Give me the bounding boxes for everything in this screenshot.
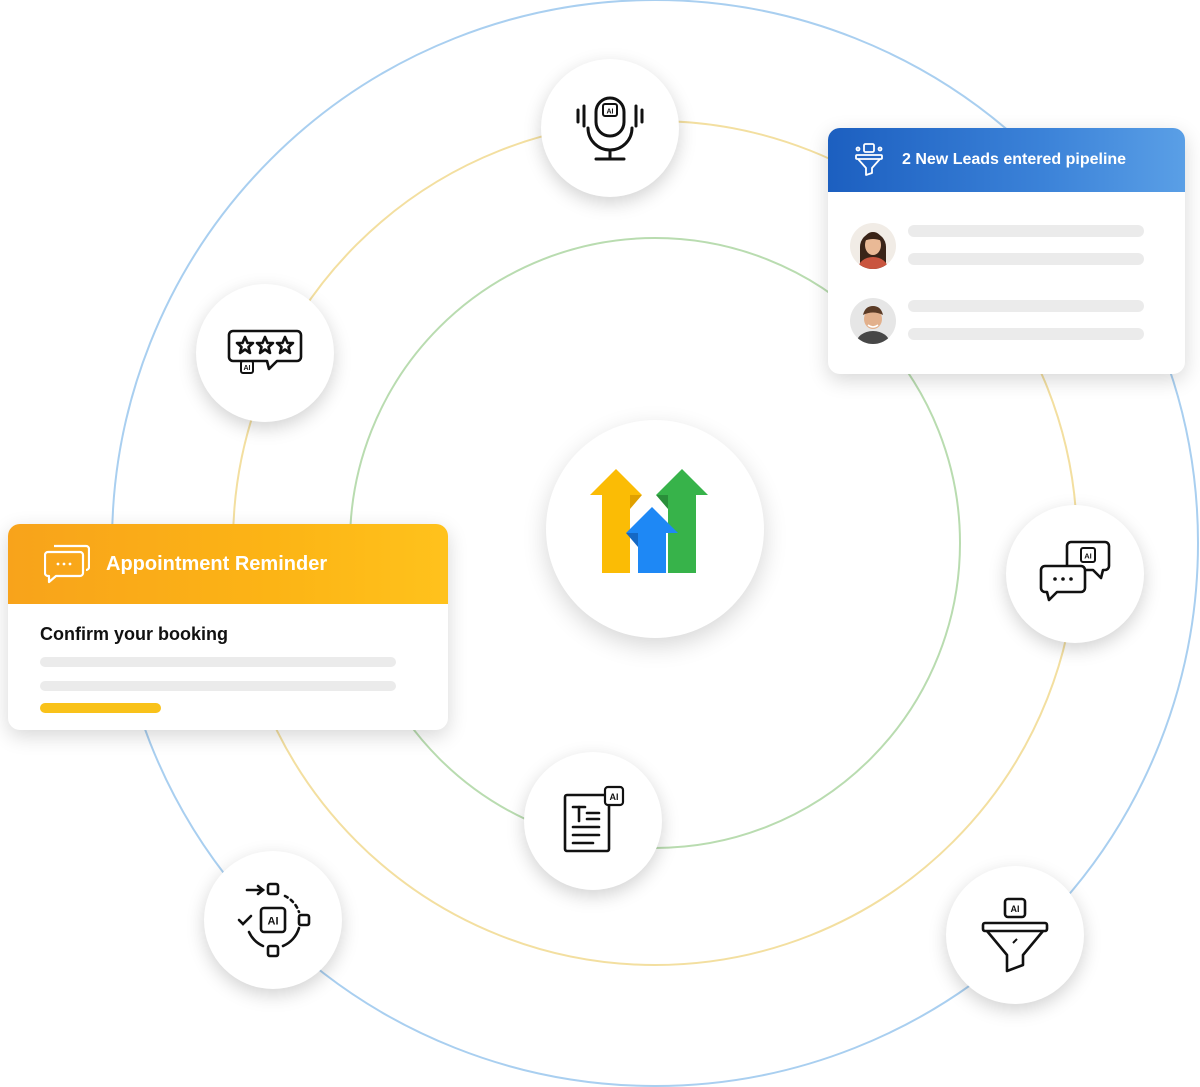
ai-chat-bubbles-icon: AI	[1039, 540, 1111, 602]
ai-funnel-icon	[855, 143, 883, 176]
chat-bubbles-icon	[44, 544, 90, 584]
placeholder-line	[908, 300, 1144, 312]
svg-text:AI: AI	[1011, 904, 1020, 914]
ai-chat-node[interactable]: AI	[1006, 505, 1144, 643]
ai-microphone-icon: AI	[576, 96, 644, 161]
ai-review-node[interactable]: AI	[196, 284, 334, 422]
placeholder-line	[40, 657, 396, 667]
ai-voice-node[interactable]: AI	[541, 59, 679, 197]
new-leads-card[interactable]: 2 New Leads entered pipeline	[828, 128, 1185, 374]
svg-text:AI: AI	[268, 916, 279, 928]
appointment-card-title: Appointment Reminder	[106, 552, 328, 575]
placeholder-line	[908, 253, 1144, 265]
appointment-card-header: Appointment Reminder	[8, 524, 448, 604]
lead-item[interactable]	[850, 223, 1170, 271]
svg-text:AI: AI	[607, 109, 614, 116]
ai-workflow-node[interactable]: AI	[204, 851, 342, 989]
lead-item[interactable]	[850, 298, 1170, 346]
svg-text:AI: AI	[1084, 552, 1092, 561]
leads-card-header: 2 New Leads entered pipeline	[828, 128, 1185, 192]
man-avatar	[850, 298, 896, 344]
svg-text:AI: AI	[244, 365, 251, 372]
progress-fill	[40, 703, 162, 713]
confirm-booking-text: Confirm your booking	[40, 624, 228, 644]
ai-funnel-icon: AI	[981, 897, 1049, 973]
woman-avatar	[850, 223, 896, 269]
ai-funnel-node[interactable]: AI	[946, 866, 1084, 1004]
brand-logo-arrows-icon	[590, 469, 708, 573]
placeholder-line	[908, 328, 1144, 340]
ai-star-review-icon: AI	[227, 329, 303, 374]
ai-content-node[interactable]: AI	[524, 752, 662, 890]
appointment-reminder-card[interactable]: Appointment Reminder Confirm your bookin…	[8, 524, 448, 730]
ai-workflow-icon: AI	[237, 882, 311, 958]
center-logo-node[interactable]	[546, 420, 764, 638]
placeholder-line	[908, 225, 1144, 237]
leads-card-title: 2 New Leads entered pipeline	[902, 151, 1127, 168]
progress-track	[40, 703, 396, 713]
ai-document-text-icon: AI	[563, 785, 625, 853]
placeholder-line	[40, 681, 396, 691]
svg-text:AI: AI	[610, 792, 619, 802]
